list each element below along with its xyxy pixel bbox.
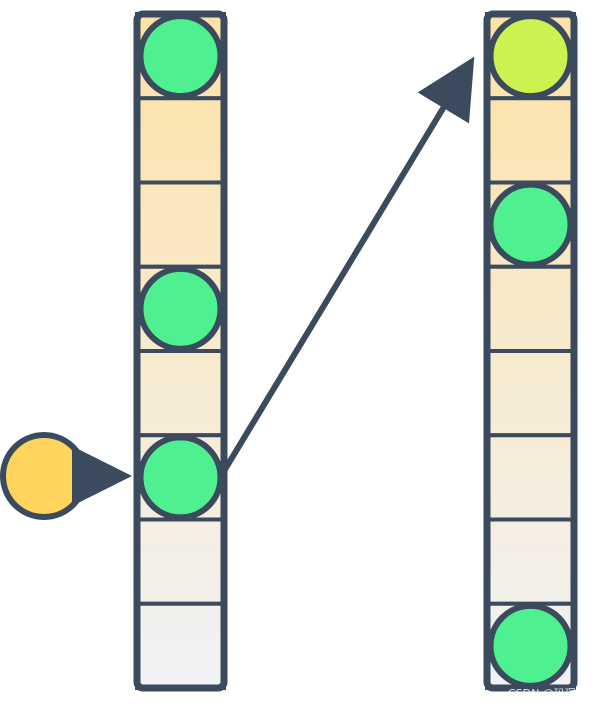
left-slot-6	[135, 517, 226, 606]
right-slot-1	[485, 96, 576, 185]
left-ball-slot-3	[137, 265, 224, 352]
left-slot-2	[135, 180, 226, 269]
transfer-arrow	[218, 56, 475, 479]
right-ball-slot-2	[487, 181, 574, 268]
right-slot-5	[485, 433, 576, 522]
left-column	[133, 10, 228, 692]
right-ball-slot-0-highlighted	[487, 13, 574, 100]
left-ball-slot-5	[137, 434, 224, 521]
left-ball-slot-0	[137, 13, 224, 100]
left-slot-7	[135, 601, 226, 690]
right-ball-slot-7	[487, 602, 574, 689]
left-slot-4	[135, 349, 226, 438]
right-slot-4	[485, 349, 576, 438]
incoming-ball	[0, 432, 88, 520]
right-slot-3	[485, 264, 576, 353]
right-column	[483, 10, 578, 692]
left-slot-1	[135, 96, 226, 185]
watermark-text: CSDN @玛琛	[508, 687, 576, 700]
right-slot-6	[485, 517, 576, 606]
